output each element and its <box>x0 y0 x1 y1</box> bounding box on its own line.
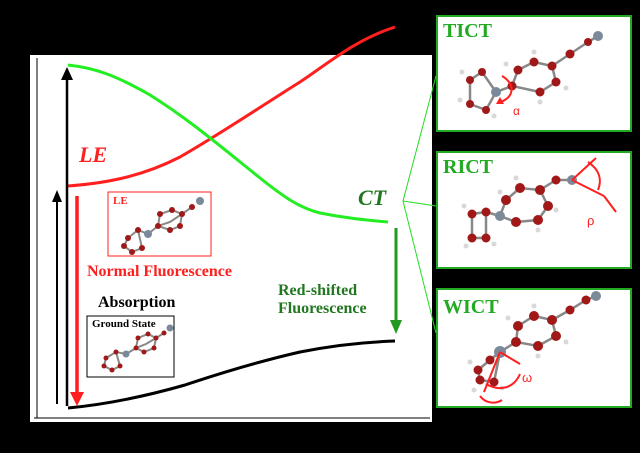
normal-fluorescence-label: Normal Fluorescence <box>87 263 232 280</box>
connector-tict <box>402 75 437 202</box>
rict-molecule-icon <box>461 175 577 249</box>
tict-angle-label: α <box>513 104 520 118</box>
rict-panel <box>436 151 632 269</box>
rict-title: RICT <box>443 156 494 178</box>
tict-rotation-arrowhead <box>496 97 504 104</box>
red-shifted-fluorescence-arrowhead <box>390 320 402 334</box>
ground-state-molecule-atoms <box>101 324 174 373</box>
absorption-arrowhead-high <box>61 67 73 80</box>
rict-rotation-icon <box>571 157 617 213</box>
tict-molecule-icon <box>457 31 603 119</box>
le-state-curve <box>67 25 396 188</box>
ct-state-curve <box>67 63 389 224</box>
wict-rotation-icon <box>479 351 521 404</box>
connector-wict <box>402 200 437 334</box>
ground-state-box-title: Ground State <box>92 318 156 330</box>
le-molecule-atoms <box>121 197 204 255</box>
ground-state-molecule-box <box>86 315 175 378</box>
tict-rotation-icon <box>499 75 513 103</box>
normal-fluorescence-arrowhead <box>70 392 84 406</box>
connector-rict <box>402 200 437 207</box>
wict-angle-label: ω <box>522 370 533 385</box>
ct-state-label: CT <box>358 185 387 210</box>
wict-molecule-icon <box>467 291 601 393</box>
ground-state-curve <box>67 339 396 410</box>
rict-angle-label: ρ <box>587 213 595 228</box>
red-shifted-label-line2: Fluorescence <box>278 300 367 317</box>
absorption-arrowhead-low <box>52 190 62 202</box>
absorption-label: Absorption <box>98 294 176 311</box>
le-state-label: LE <box>79 142 108 167</box>
le-box-title: LE <box>113 195 128 207</box>
wict-title: WICT <box>443 296 499 318</box>
red-shifted-label-line1: Red-shifted <box>278 282 358 299</box>
tict-title: TICT <box>443 20 492 42</box>
